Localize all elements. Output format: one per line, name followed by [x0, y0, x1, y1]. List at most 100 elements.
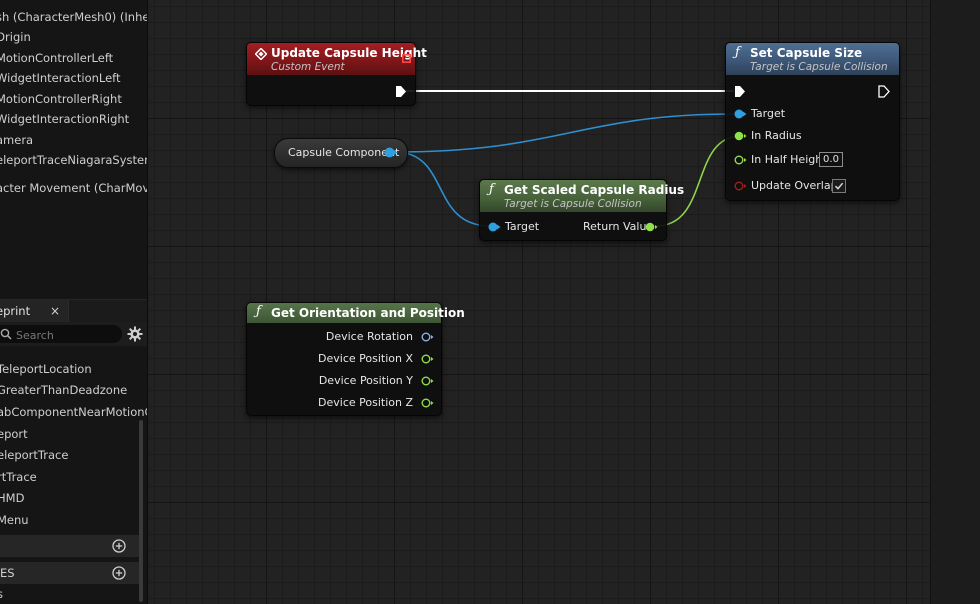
node-subtitle: Custom Event — [271, 61, 345, 73]
left-panel: sh (CharacterMesh0) (Inheri Origin Motio… — [0, 0, 148, 604]
variable-item[interactable]: HMD — [0, 490, 24, 506]
checkmark-icon — [834, 182, 844, 190]
variable-item[interactable]: rtTrace — [0, 469, 37, 485]
get-orientation-and-position-node[interactable]: ƒ Get Orientation and Position Device Ro… — [246, 302, 465, 416]
pin-label: Return Value — [583, 220, 654, 233]
add-icon[interactable] — [112, 566, 126, 580]
function-icon: ƒ — [489, 182, 494, 197]
components-tree: sh (CharacterMesh0) (Inheri Origin Motio… — [0, 0, 147, 300]
component-label: eleportTraceNiagaraSystem — [0, 153, 148, 167]
object-wire-scaled-target[interactable] — [394, 151, 491, 227]
exec-out-pin[interactable] — [878, 85, 890, 98]
variable-label: HMD — [0, 491, 25, 505]
pin-label: Device Position Z — [318, 396, 413, 409]
get-scaled-capsule-radius-node[interactable]: ƒ Get Scaled Capsule Radius Target is Ca… — [479, 179, 684, 241]
object-out-pin[interactable] — [384, 147, 398, 158]
set-capsule-size-node[interactable]: ƒ Set Capsule Size Target is Capsule Col… — [725, 42, 900, 201]
add-icon[interactable] — [112, 539, 126, 553]
component-item[interactable]: WidgetInteractionLeft — [0, 70, 121, 86]
section-header[interactable] — [0, 535, 140, 557]
variable-label: eport — [0, 427, 28, 441]
component-item[interactable]: Origin — [0, 29, 31, 45]
search-row — [0, 322, 147, 346]
search-icon — [0, 328, 12, 340]
device-position-z-pin[interactable] — [421, 398, 434, 408]
component-item[interactable]: WidgetInteractionRight — [0, 111, 129, 127]
variable-item[interactable]: abComponentNearMotionC — [0, 404, 148, 420]
function-icon: ƒ — [735, 45, 740, 60]
half-height-value-field[interactable]: 0.0 — [819, 152, 843, 167]
variable-item[interactable]: s — [0, 586, 3, 602]
node-header: ƒ Get Scaled Capsule Radius Target is Ca… — [480, 180, 684, 212]
component-item[interactable]: eleportTraceNiagaraSystem — [0, 152, 148, 168]
in-radius-pin[interactable] — [734, 131, 747, 141]
node-header: Update Capsule Height Custom Event — [247, 43, 427, 75]
exec-out-pin[interactable] — [395, 85, 407, 98]
component-item[interactable]: amera — [0, 132, 33, 148]
return-value-pin[interactable] — [645, 222, 658, 232]
event-icon — [255, 48, 267, 60]
device-position-x-pin[interactable] — [421, 354, 434, 364]
target-pin[interactable] — [734, 109, 747, 119]
pin-label: Target — [505, 220, 540, 233]
variable-label: GreaterThanDeadzone — [0, 383, 128, 397]
update-overlaps-checkbox[interactable] — [832, 179, 846, 193]
pin-label: In Radius — [751, 129, 802, 142]
pin-label: Device Position X — [318, 352, 413, 365]
section-label: ES — [0, 566, 15, 580]
device-rotation-pin[interactable] — [421, 332, 434, 342]
node-title: Set Capsule Size — [750, 46, 863, 60]
variable-item[interactable]: eleportTrace — [0, 447, 68, 463]
component-label: MotionControllerLeft — [0, 51, 114, 65]
in-half-height-pin[interactable] — [734, 155, 747, 165]
component-item[interactable]: acter Movement (CharMove — [0, 180, 148, 196]
component-item[interactable]: sh (CharacterMesh0) (Inheri — [0, 9, 148, 25]
variable-label: TeleportLocation — [0, 362, 92, 376]
component-label: Origin — [0, 30, 31, 44]
variable-label: rtTrace — [0, 470, 37, 484]
function-icon: ƒ — [256, 304, 261, 319]
variable-item[interactable]: Menu — [0, 512, 29, 528]
component-label: sh (CharacterMesh0) (Inheri — [0, 10, 148, 24]
variable-item[interactable]: GreaterThanDeadzone — [0, 382, 127, 398]
target-pin[interactable] — [488, 222, 501, 232]
pin-label: Device Rotation — [325, 330, 413, 343]
component-label: WidgetInteractionRight — [0, 112, 130, 126]
scrollbar[interactable] — [139, 420, 143, 602]
exec-in-pin[interactable] — [734, 85, 746, 98]
node-subtitle: Target is Capsule Collision — [504, 198, 642, 210]
node-title: Get Scaled Capsule Radius — [504, 183, 685, 197]
close-icon[interactable]: × — [49, 304, 60, 318]
object-wire-target[interactable] — [394, 113, 735, 153]
gear-icon[interactable] — [127, 326, 143, 342]
component-label: acter Movement (CharMove — [0, 181, 148, 195]
pin-label: Device Position Y — [318, 374, 413, 387]
component-label: WidgetInteractionLeft — [0, 71, 121, 85]
variable-label: Menu — [0, 513, 29, 527]
component-item[interactable]: MotionControllerRight — [0, 91, 122, 107]
device-position-y-pin[interactable] — [421, 376, 434, 386]
search-input[interactable] — [14, 326, 118, 344]
capsule-component-node[interactable]: Capsule Component — [274, 138, 408, 168]
variable-label: s — [0, 587, 3, 601]
delegate-pin-icon[interactable] — [402, 54, 411, 63]
component-item[interactable]: MotionControllerLeft — [0, 50, 113, 66]
pin-label: Update Overlaps — [751, 179, 844, 192]
node-header: ƒ Get Orientation and Position — [247, 303, 465, 323]
node-subtitle: Target is Capsule Collision — [750, 61, 888, 73]
pin-label: Target — [751, 107, 786, 120]
variable-item[interactable]: eport — [0, 426, 28, 442]
right-panel-edge — [930, 0, 980, 604]
component-label: MotionControllerRight — [0, 92, 122, 106]
node-header: ƒ Set Capsule Size Target is Capsule Col… — [726, 43, 899, 75]
variable-label: abComponentNearMotionC — [0, 405, 148, 419]
update-capsule-height-node[interactable]: Update Capsule Height Custom Event — [246, 42, 427, 106]
variable-item[interactable]: TeleportLocation — [0, 361, 92, 377]
update-overlaps-pin[interactable] — [734, 181, 747, 191]
section-header[interactable]: ES — [0, 562, 140, 584]
search-box[interactable] — [0, 325, 122, 344]
pin-label: In Half Height — [751, 153, 827, 166]
